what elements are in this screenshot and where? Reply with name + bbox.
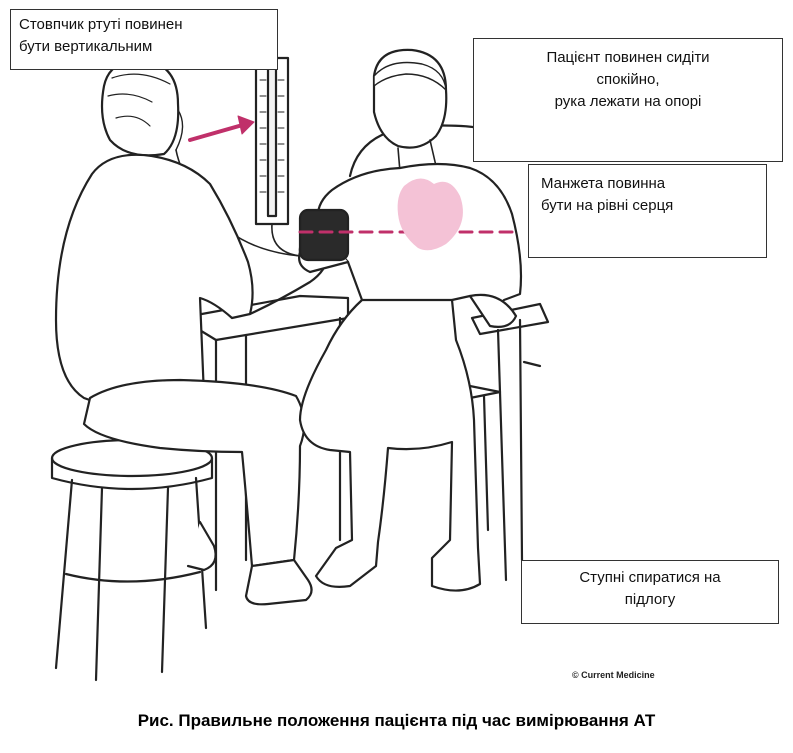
callout-line: Манжета повинна <box>541 173 754 195</box>
figure-caption: Рис. Правильне положення пацієнта під ча… <box>0 711 793 731</box>
callout-line: Пацієнт повинен сидіти <box>480 47 776 69</box>
mercury-sphygmomanometer <box>256 58 300 256</box>
callout-line: бути вертикальним <box>19 36 269 58</box>
callout-line: Ступні спиратися на <box>528 567 772 589</box>
callout-line: підлогу <box>528 589 772 611</box>
copyright-notice: © Current Medicine <box>572 670 655 680</box>
callout-mercury-column: Стовпчик ртуті повинен бути вертикальним <box>10 9 278 70</box>
callout-line: рука лежати на опорі <box>480 91 776 113</box>
stool <box>52 440 212 680</box>
callout-line: бути на рівні серця <box>541 195 754 217</box>
callout-line: спокійно, <box>480 69 776 91</box>
callout-line: Стовпчик ртуті повинен <box>19 14 269 36</box>
bp-cuff <box>300 210 348 260</box>
callout-feet: Ступні спиратися на підлогу <box>521 560 779 624</box>
callout-cuff-level: Манжета повинна бути на рівні серця <box>528 164 767 258</box>
callout-patient-posture: Пацієнт повинен сидіти спокійно, рука ле… <box>473 38 783 162</box>
